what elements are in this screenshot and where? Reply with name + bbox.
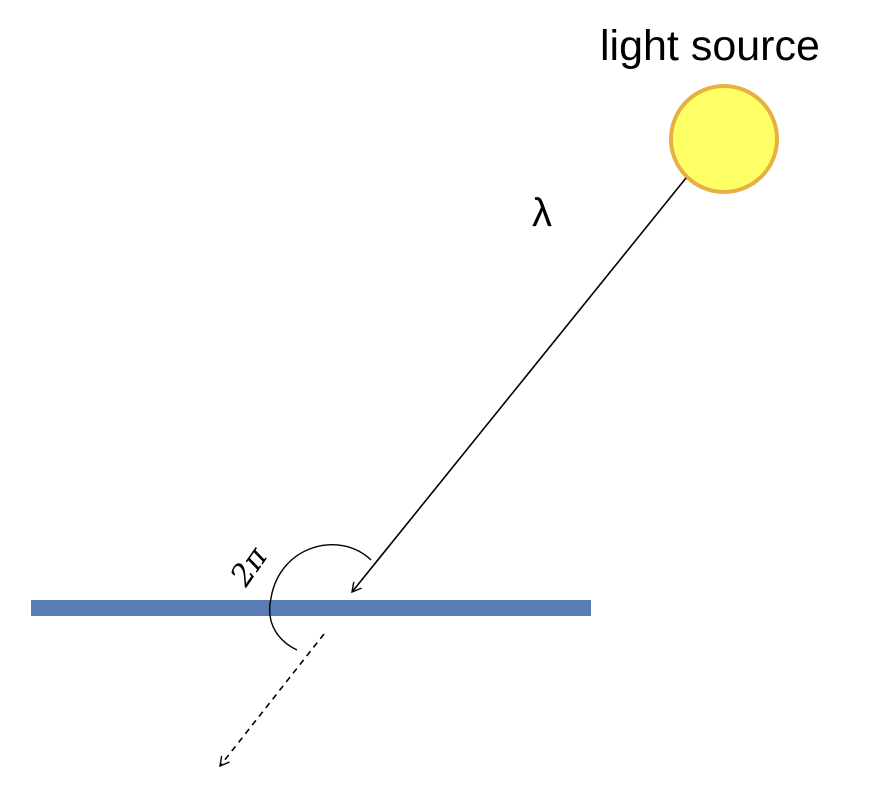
continued-ray-dashed-arrow bbox=[219, 633, 325, 768]
light-source-sun-icon bbox=[669, 84, 779, 194]
full-angle-arc bbox=[269, 544, 372, 651]
incident-ray-arrow bbox=[351, 177, 687, 594]
reflecting-surface bbox=[31, 600, 591, 616]
light-source-label: light source bbox=[600, 22, 820, 70]
full-angle-label: 2π bbox=[223, 540, 275, 594]
wavelength-symbol: λ bbox=[532, 191, 552, 235]
